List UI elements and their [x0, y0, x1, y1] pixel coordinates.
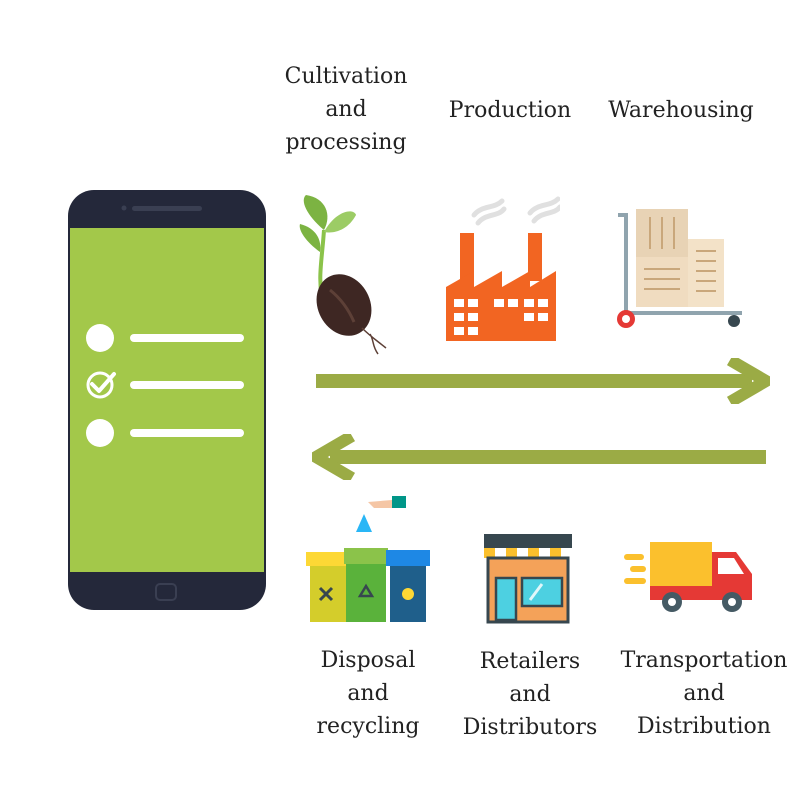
stage-label-disposal: Disposal and recycling — [316, 648, 420, 739]
store-icon — [484, 534, 572, 624]
delivery-truck-icon — [624, 542, 752, 612]
warehouse-trolley-icon — [617, 209, 742, 328]
stage-label-cultivation: Cultivation and processing — [284, 64, 408, 155]
stage-label-warehousing: Warehousing — [608, 98, 754, 123]
stage-label-transportation: Transportation and Distribution — [620, 648, 788, 739]
stage-label-production: Production — [448, 98, 572, 123]
stage-label-retailers: Retailers and Distributors — [462, 649, 598, 740]
forward-arrow-icon — [316, 358, 770, 404]
seedling-icon — [299, 195, 387, 355]
checklist-phone-icon — [68, 190, 266, 610]
recycling-bins-icon — [306, 496, 430, 622]
backward-arrow-icon — [312, 434, 766, 480]
checklist-item-checked — [86, 371, 244, 399]
factory-icon — [446, 196, 560, 341]
checklist-item — [86, 419, 244, 447]
checklist-item — [86, 324, 244, 352]
